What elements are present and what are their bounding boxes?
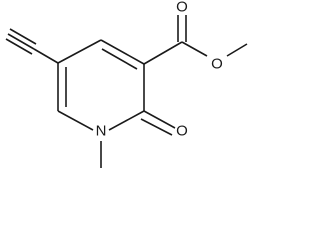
bond-c4-c5 [57,39,102,64]
methyl-ester-group [143,15,248,65]
carbonyl-oxygen-label: O [176,123,188,140]
bond-c5-ethynyl [33,48,59,64]
bond-c3-c4-double-outer [100,39,145,65]
nitrogen-atom-label: N [96,123,107,140]
bond-c6-n1 [57,110,94,131]
bond-c2-o-double-b [140,118,173,136]
bond-o-methyl [226,43,248,57]
bond-c3-ester-carbon [143,41,183,65]
ring-carbonyl [140,110,176,136]
ester-carbonyl-oxygen-label: O [176,0,188,16]
bond-c2-o-double-a [143,110,176,129]
bond-ester-c-o [181,41,208,57]
bond-triple-c [5,38,33,55]
ethynyl-group [5,28,59,64]
chemical-structure-diagram: N O O O [5,0,248,168]
bond-triple-b [9,28,37,45]
bond-n1-c2 [108,110,145,131]
pyridinone-ring [57,39,145,131]
bond-triple-a [7,33,35,50]
ester-ether-oxygen-label: O [211,56,223,73]
bond-c3-c4-double-inner [101,48,138,70]
